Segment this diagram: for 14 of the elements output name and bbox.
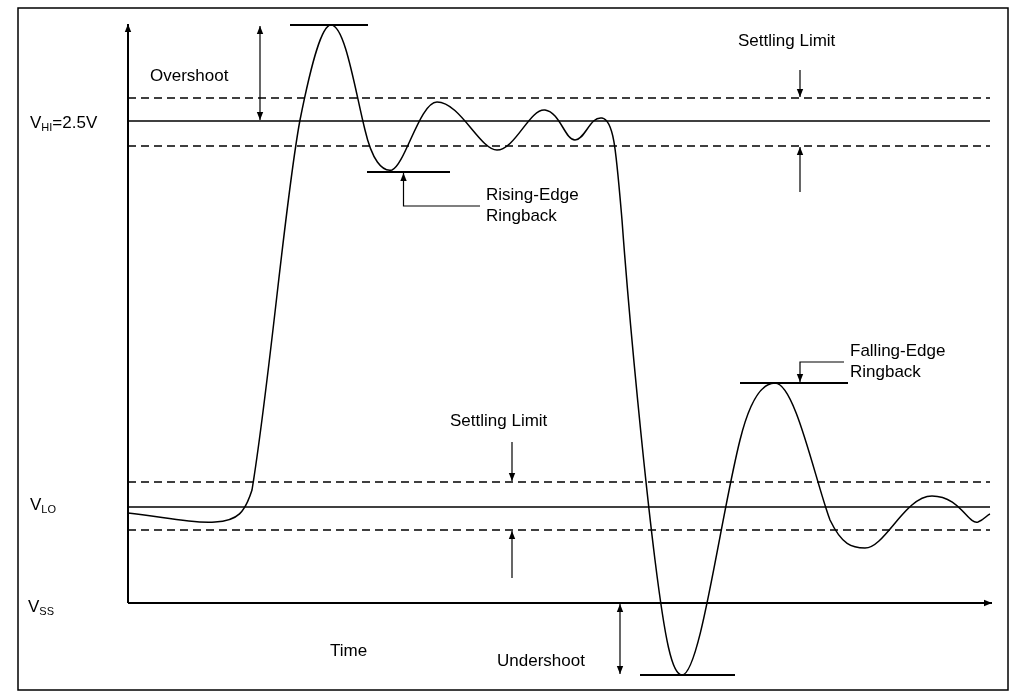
annotation-label: Settling Limit — [738, 30, 836, 51]
annotation-label: Settling Limit — [450, 410, 548, 431]
axis-title: Time — [330, 640, 368, 661]
annotation-label: Rising-Edge Ringback — [486, 184, 596, 226]
ringback-level-line — [367, 171, 450, 173]
ringback-level-line — [740, 382, 848, 384]
leader-line — [796, 361, 845, 383]
annotation-label: Overshoot — [150, 65, 229, 86]
level-label: V$_{SS}$ — [28, 596, 55, 619]
annotation-label: Falling-Edge Ringback — [850, 340, 960, 382]
annotation-label: Undershoot — [497, 650, 585, 671]
leader-line — [400, 172, 481, 207]
level-label: V$_{LO}$ — [30, 494, 57, 517]
level-label: V$_{HI}$=2.5V — [30, 112, 98, 135]
